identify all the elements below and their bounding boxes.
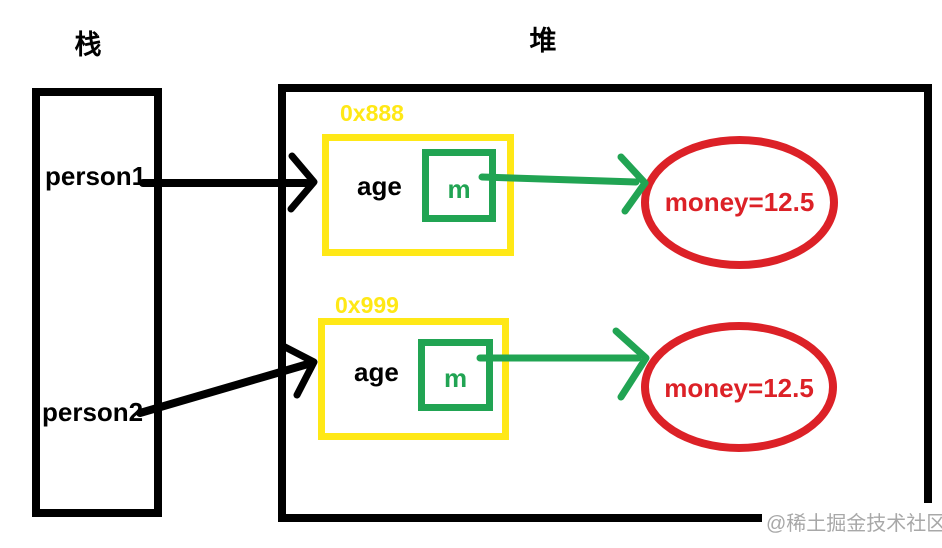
heap-object1-ref-box: m	[422, 149, 496, 222]
heap-object2-ref-label: m	[443, 363, 468, 393]
value-text-1: money=12.5	[664, 187, 815, 217]
watermark: @稀土掘金技术社区	[766, 513, 942, 535]
value-ellipse-1: money=12.5	[641, 136, 838, 269]
stack-variable-person1: person1	[45, 161, 147, 191]
value-ellipse-2: money=12.5	[641, 322, 837, 452]
watermark-background	[762, 503, 942, 538]
heap-object1-address: 0x888	[340, 100, 404, 126]
heap-box	[278, 84, 932, 522]
heap-object2-field-age: age	[354, 357, 399, 387]
heap-title: 堆	[529, 26, 557, 56]
stack-box	[32, 88, 162, 517]
heap-object1-ref-label: m	[447, 173, 471, 204]
heap-object2-address: 0x999	[335, 292, 399, 318]
stack-variable-person2: person2	[42, 397, 144, 427]
heap-object2-ref-box: m	[418, 339, 493, 411]
heap-object1-field-age: age	[357, 171, 402, 201]
value-text-2: money=12.5	[664, 373, 814, 403]
heap-object2-box	[318, 318, 509, 440]
heap-object1-box	[322, 134, 514, 256]
stack-title: 栈	[74, 30, 102, 60]
